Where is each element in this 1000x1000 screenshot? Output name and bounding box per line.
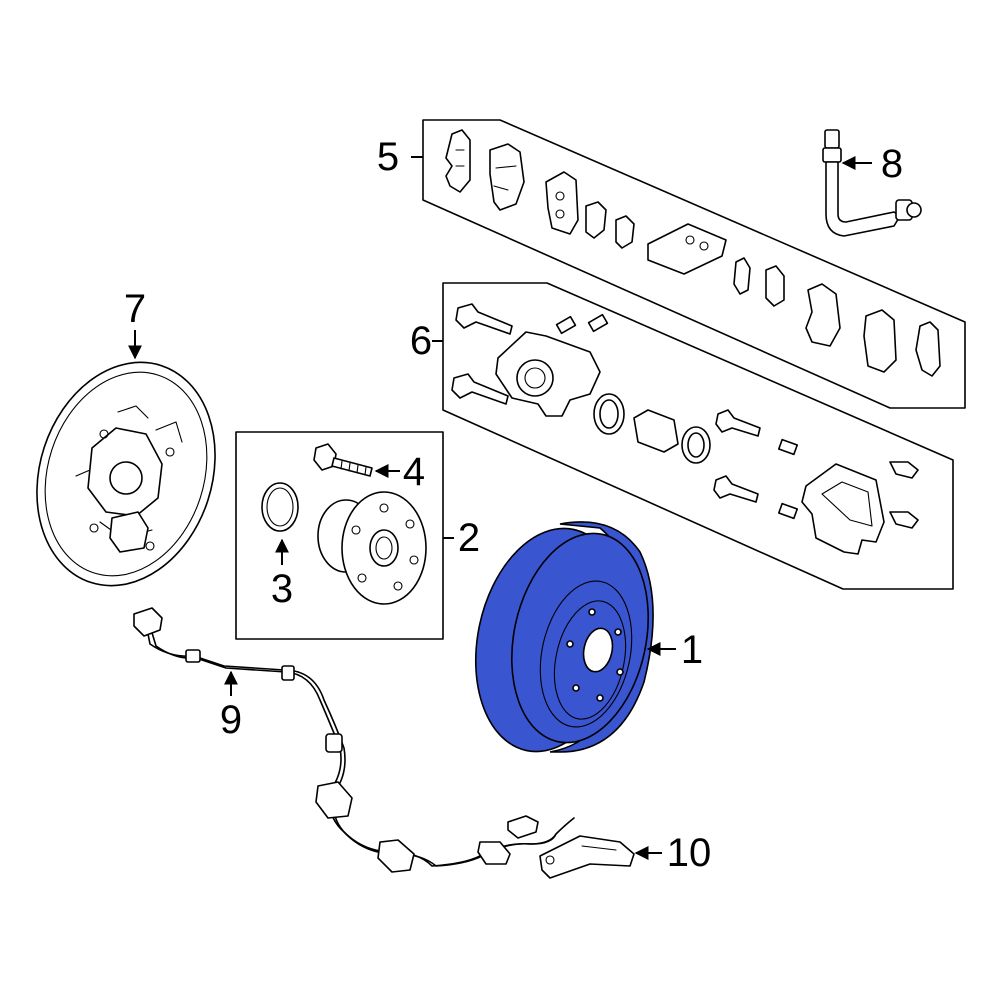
abs-harness-icon [133,607,575,873]
callout-10[interactable]: 10 [667,831,712,875]
hub-box-frame [235,431,444,640]
hub-bolt-icon [313,443,373,477]
callout-4[interactable]: 4 [403,450,425,494]
seal-ring-icon [261,482,299,532]
caliper-kit-frame [442,282,954,590]
bracket-group[interactable]: 10 [539,831,712,879]
caliper-icon [451,303,919,555]
callout-7[interactable]: 7 [124,287,146,331]
bracket-icon [539,835,635,879]
brake-hose-icon [822,129,922,237]
backing-plate-group[interactable]: 7 [9,287,243,609]
pad-kit-frame [422,119,966,409]
callout-2[interactable]: 2 [458,516,480,560]
caliper-kit-group[interactable]: 6 [410,282,954,590]
brake-rotor-group[interactable]: 1 [456,514,703,765]
wheel-hub-icon [317,491,427,605]
brake-pad-icon [445,129,941,377]
callout-3[interactable]: 3 [271,567,293,611]
hub-assembly-group[interactable]: 4 3 2 [235,431,480,640]
callout-5[interactable]: 5 [377,135,399,179]
callout-9[interactable]: 9 [220,698,242,742]
backing-plate-icon [36,361,216,587]
callout-6[interactable]: 6 [410,319,432,363]
brake-hose-group[interactable]: 8 [822,129,922,237]
callout-8[interactable]: 8 [881,142,903,186]
brake-rotor-icon [474,521,654,753]
abs-harness-group[interactable]: 9 [133,607,575,873]
brake-pad-kit-group[interactable]: 5 [377,119,966,409]
callout-1[interactable]: 1 [681,628,703,672]
